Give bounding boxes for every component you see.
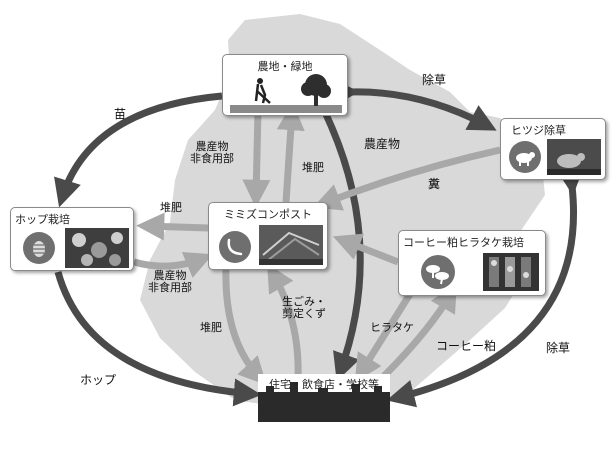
node-sheep-label: ヒツジ除草	[511, 124, 566, 137]
edge-label-weeding-right: 除草	[546, 341, 571, 355]
arrow-dung	[312, 146, 501, 211]
mushroom-icon	[421, 255, 455, 289]
arrow-weeding-right	[386, 166, 584, 408]
edge-label-compost-left: 堆肥	[160, 201, 182, 214]
compost-photo	[259, 225, 323, 265]
arrow-nonedible-down	[242, 109, 271, 208]
edge-label-dung: 糞	[428, 177, 441, 191]
hop-icon	[23, 232, 55, 264]
node-residential: 住宅・飲食店・学校等	[258, 374, 390, 422]
edge-label-nonedible: 農産物 非食用部	[190, 141, 234, 165]
edge-label-produce-top: 農産物	[364, 137, 401, 151]
edge-label-waste: 生ごみ・ 剪定くず	[282, 296, 326, 320]
node-hop: ホップ栽培	[10, 207, 134, 271]
sheep-photo	[547, 139, 601, 175]
coffee-photo	[483, 253, 539, 291]
node-farmland-label: 農地・緑地	[257, 60, 313, 73]
edge-label-nonedible-line1: 農産物	[195, 140, 229, 153]
arrow-compost-left	[136, 212, 209, 241]
edge-label-hop-nonedible-line1: 農産物	[153, 269, 187, 282]
hop-photo	[65, 228, 129, 268]
node-farmland: 農地・緑地	[222, 54, 348, 116]
edge-label-nonedible-line2: 非食用部	[190, 152, 234, 165]
arrow-weeding-top	[331, 78, 497, 131]
edge-label-hop-nonedible-line2: 非食用部	[148, 281, 192, 294]
node-coffee: コーヒー粕ヒラタケ栽培	[398, 230, 546, 296]
worm-icon	[219, 231, 251, 263]
node-residential-label: 住宅・飲食店・学校等	[269, 378, 379, 391]
arrow-coffee-to-compost	[332, 233, 400, 266]
arrow-coffee-grounds	[381, 283, 457, 379]
edge-label-waste-line1: 生ごみ・	[282, 295, 326, 308]
edge-label-compost-top: 堆肥	[302, 161, 324, 174]
arrow-compost-bottom	[222, 267, 267, 386]
node-hop-label: ホップ栽培	[15, 213, 70, 226]
sheep-icon	[509, 141, 541, 173]
node-coffee-label: コーヒー粕ヒラタケ栽培	[403, 236, 524, 249]
edge-label-waste-line2: 剪定くず	[282, 307, 326, 320]
arrow-seedling	[54, 92, 223, 208]
arrow-compost-up	[276, 102, 305, 203]
city-skyline-icon	[258, 374, 390, 422]
edge-label-weeding-top: 除草	[422, 73, 447, 87]
node-sheep: ヒツジ除草	[500, 118, 606, 180]
farmer-tree-icon	[230, 74, 342, 113]
arrow-oyster	[354, 292, 413, 383]
arrow-hop	[54, 271, 262, 407]
arrow-hop-nonedible	[133, 251, 214, 278]
edge-label-compost-bottom: 堆肥	[200, 321, 222, 334]
arrow-waste	[267, 263, 302, 379]
edge-label-hop: ホップ	[80, 373, 117, 387]
node-compost-label: ミミズコンポスト	[224, 208, 312, 221]
edge-label-coffee-grounds: コーヒー粕	[436, 339, 497, 353]
node-compost: ミミズコンポスト	[208, 202, 328, 270]
edge-label-oyster: ヒラタケ	[370, 321, 414, 334]
edge-label-seedling: 苗	[114, 107, 127, 121]
edge-label-hop-nonedible: 農産物 非食用部	[148, 270, 192, 294]
